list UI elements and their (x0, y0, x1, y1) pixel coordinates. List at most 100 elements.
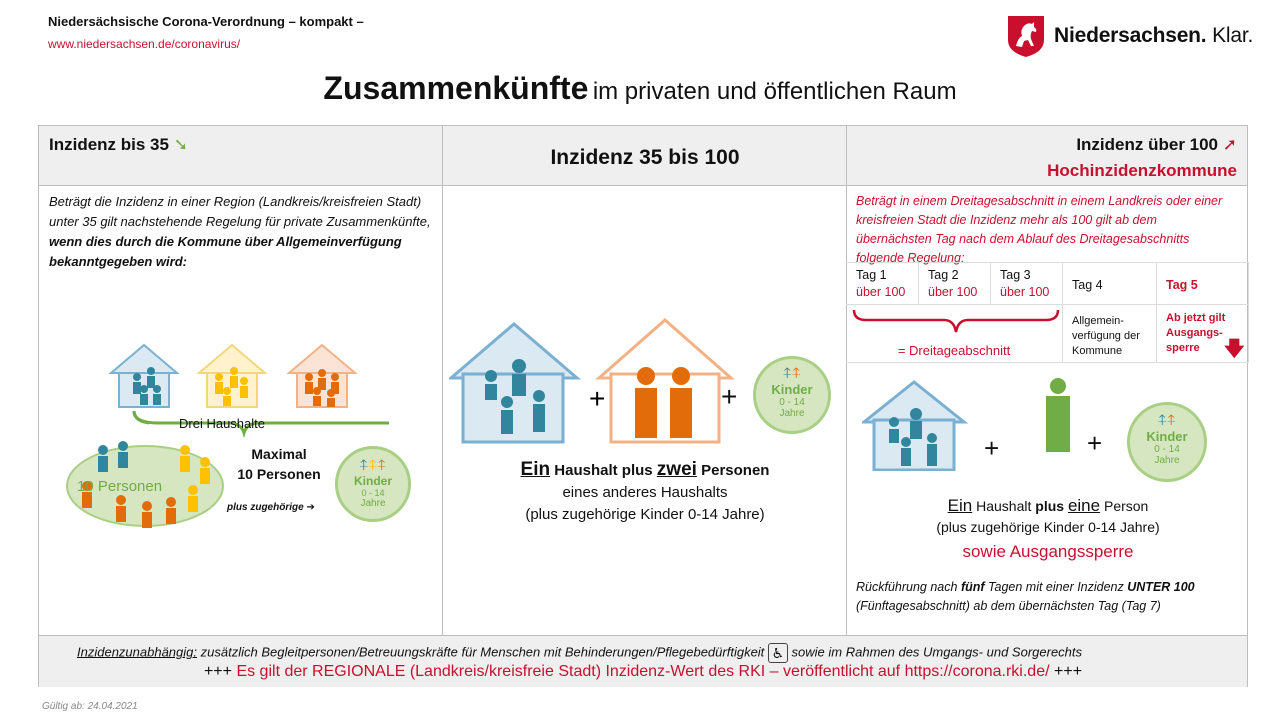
day-label: Tag 1 (856, 268, 887, 282)
footer-text1: zusätzlich Begleitpersonen/Betreuungskrä… (200, 644, 765, 660)
footer-label: Inzidenzunabhängig: (77, 644, 197, 660)
footer-line2: +++ Es gilt der REGIONALE (Landkreis/kre… (39, 663, 1247, 681)
footer-line1: Inzidenzunabhängig: zusätzlich Begleitpe… (77, 643, 1082, 663)
day-label: Tag 2 (928, 268, 959, 282)
plus-zugehoerige-text: plus zugehörige (227, 502, 304, 513)
day-value: über 100 (856, 285, 906, 299)
rueck-fuenf: fünf (960, 580, 985, 594)
column-heading-low-text: Inzidenz bis 35 (49, 135, 169, 154)
footer-plus-suffix: +++ (1054, 663, 1083, 680)
day-label: Tag 4 (1072, 278, 1103, 292)
days-grid-lines (846, 262, 1249, 363)
rueck-a: Rückführung nach (856, 580, 958, 594)
wheelchair-icon: ♿ (767, 643, 788, 663)
column-low-text-plain: Beträgt die Inzidenz in einer Region (La… (49, 194, 431, 229)
mid-rule-line2: eines anderes Haushalts (562, 484, 728, 501)
house-blue-icon (108, 343, 180, 408)
footer-regional: Es gilt der REGIONALE (Landkreis/kreisfr… (236, 663, 901, 680)
svg-text:+: + (589, 383, 605, 414)
house-blue-icon (862, 380, 969, 471)
column-heading-high: Inzidenz über 100 ➚ Hochinzidenzkommune (1047, 135, 1237, 181)
kids-label: Kinder (771, 382, 813, 397)
kids-figures-icon: ⍏⍏⍏ (359, 457, 387, 474)
kids-label: Kinder (1146, 429, 1188, 444)
valid-from: Gültig ab: 24.04.2021 (42, 701, 138, 712)
kids-circle-high: ⍏⍏ Kinder 0 - 14 Jahre (1127, 402, 1207, 482)
house-orange-icon (595, 318, 735, 444)
day-cell-5: Tag 5 (1166, 278, 1198, 292)
day-cell-1: Tag 1 über 100 (856, 268, 918, 299)
logo-text: Niedersachsen. (1054, 24, 1207, 47)
arrow-right-icon: ➔ (306, 502, 315, 513)
day-label: Tag 3 (1000, 268, 1031, 282)
kids-years: Jahre (360, 498, 386, 509)
rki-link[interactable]: https://corona.rki.de/ (904, 663, 1050, 680)
table-header-row (39, 126, 1247, 186)
rueck-unter: UNTER 100 (1127, 580, 1195, 594)
dreitage-label: = Dreitageabschnitt (897, 343, 1011, 358)
rueck-c: (Fünftagesabschnitt) ab dem übernächsten… (856, 599, 1161, 613)
divider (442, 126, 443, 635)
sowie-ausgangssperre: sowie Ausgangssperre (962, 542, 1134, 561)
footer-row: Inzidenzunabhängig: zusätzlich Begleitpe… (39, 635, 1247, 687)
eine-word: eine (1067, 496, 1101, 515)
column-heading-high-text: Inzidenz über 100 (1076, 135, 1219, 154)
kids-circle-mid: ⍏⍏ Kinder 0 - 14 Jahre (753, 356, 831, 434)
personen-word: Personen (701, 462, 770, 479)
ein-word: Ein (947, 496, 973, 515)
person-word: Person (1103, 498, 1149, 514)
logo: Niedersachsen. Klar. (1006, 14, 1253, 58)
tag4-note: Allgemein-verfügung der Kommune (1072, 315, 1140, 357)
rules-table: Inzidenz bis 35 ➘ Inzidenz 35 bis 100 In… (38, 125, 1249, 687)
page-title-main: Zusammenkünfte (323, 70, 589, 106)
arrow-down-icon: 🡇 (1224, 338, 1245, 360)
column-low-text-bold: wenn dies durch die Kommune über Allgeme… (49, 234, 402, 269)
household-plus-two-illustration: + (449, 318, 735, 444)
footer-plus-prefix: +++ (203, 663, 232, 680)
logo-claim: Klar. (1212, 24, 1254, 47)
kids-age: 0 - 14 (1154, 444, 1180, 455)
person-green-icon (1046, 378, 1070, 452)
three-households-illustration (108, 343, 389, 439)
tag5-note: Ab jetzt gilt Ausgangs-sperre (1166, 312, 1226, 354)
kids-figures-icon: ⍏⍏ (782, 365, 802, 382)
day-cell-2: Tag 2 über 100 (928, 268, 990, 299)
horse-logo-icon (1008, 16, 1044, 57)
drei-haushalte-label: Drei Haushalte (179, 416, 265, 431)
high-rule-line2: (plus zugehörige Kinder 0-14 Jahre) (936, 519, 1160, 535)
mid-rule-line3: (plus zugehörige Kinder 0-14 Jahre) (525, 506, 765, 523)
footer-text2: sowie im Rahmen des Umgangs- und Sorgere… (791, 644, 1083, 660)
zwei-word: zwei (656, 459, 697, 480)
kids-age: 0 - 14 (779, 397, 805, 408)
page-title-sub: im privaten und öffentlichen Raum (592, 78, 957, 105)
header-url[interactable]: www.niedersachsen.de/coronavirus/ (48, 37, 241, 51)
ein-word: Ein (520, 459, 551, 480)
divider (846, 126, 847, 635)
maximal-line1: Maximal (251, 446, 307, 462)
plus-zugehoerige-label: plus zugehörige ➔ (227, 502, 315, 513)
page-title: Zusammenkünfte im privaten und öffentlic… (0, 70, 1280, 107)
brace-shape (852, 309, 1060, 333)
rueck-b: Tagen mit einer Inzidenz (988, 580, 1124, 594)
house-yellow-icon (196, 343, 268, 408)
kids-circle-low: ⍏⍏⍏ Kinder 0 - 14 Jahre (335, 446, 411, 522)
maximal-label: Maximal 10 Personen (229, 444, 329, 484)
household-plus-one-illustration (862, 378, 1070, 471)
arrow-down-right-icon: ➘ (173, 135, 188, 154)
plus-word: plus (1035, 498, 1065, 514)
kids-figures-icon: ⍏⍏ (1157, 412, 1177, 429)
column-heading-mid: Inzidenz 35 bis 100 (550, 146, 740, 169)
maximal-line2: 10 Personen (237, 466, 321, 482)
plus-sign: + (984, 433, 1000, 463)
plus-sign: + (1087, 428, 1103, 458)
house-blue-icon (449, 322, 582, 444)
arrow-up-right-icon: ➚ (1222, 135, 1237, 154)
day-cell-3: Tag 3 über 100 (1000, 268, 1062, 299)
kids-label: Kinder (353, 474, 392, 488)
kids-years: Jahre (779, 408, 805, 419)
plus-sign: + (721, 381, 738, 412)
ten-persons-group-illustration (66, 441, 224, 528)
day-value: über 100 (928, 285, 978, 299)
column-heading-low: Inzidenz bis 35 ➘ (49, 135, 188, 155)
day-cell-4: Tag 4 (1072, 278, 1103, 292)
